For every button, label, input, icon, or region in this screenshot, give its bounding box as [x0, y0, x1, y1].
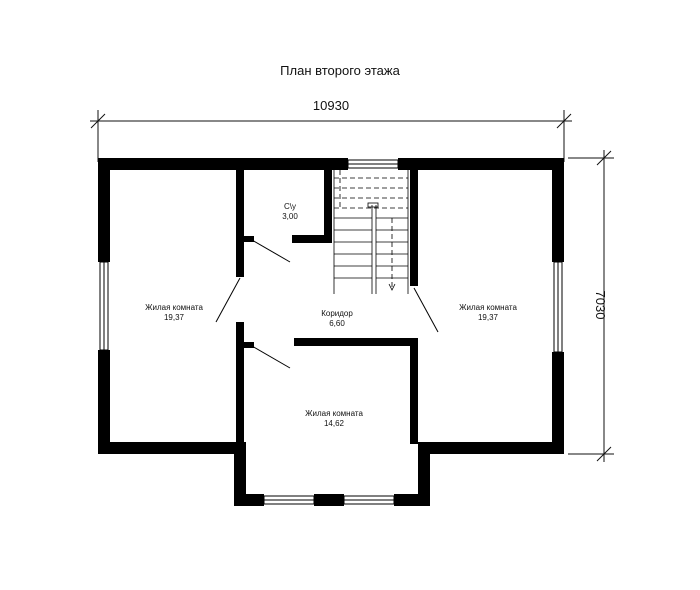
width-dimension — [90, 110, 572, 162]
height-dimension-label: 7030 — [593, 291, 608, 320]
stair-arrow-icon — [388, 283, 396, 291]
stair-wall-right-upper — [410, 170, 418, 286]
bath-wall-right — [324, 170, 332, 243]
room-left-name: Жилая комната — [145, 303, 203, 312]
room-right-area: 19,37 — [478, 313, 499, 322]
bay-wall-bottom-left — [234, 494, 264, 506]
bottom-room-right-wall — [410, 338, 418, 444]
bay-wall-left — [234, 442, 246, 506]
outer-wall-right-upper — [552, 158, 564, 262]
door-bottom-room — [251, 345, 291, 369]
interior-wall-left-stub — [236, 237, 244, 277]
bottom-room-top-wall — [294, 338, 418, 346]
outer-wall-left-lower — [98, 350, 110, 454]
room-bottom-name: Жилая комната — [305, 409, 363, 418]
door-bath — [251, 239, 291, 263]
height-dimension — [568, 150, 614, 462]
interior-wall-left-lower — [236, 322, 244, 444]
width-dimension-label: 10930 — [313, 98, 349, 113]
bay-wall-bottom-right — [394, 494, 430, 506]
interior-wall-left-upper — [236, 170, 244, 237]
door-stub-left-bath — [244, 236, 254, 242]
room-bath-name: С\у — [284, 202, 296, 211]
doors — [215, 239, 439, 369]
door-stub-bottom — [244, 342, 254, 348]
room-corridor-name: Коридор — [321, 309, 353, 318]
room-bottom-area: 14,62 — [324, 419, 345, 428]
outer-wall-bottom-right — [418, 442, 564, 454]
bath-wall-bottom — [292, 235, 332, 243]
room-left-area: 19,37 — [164, 313, 185, 322]
bay-wall-right — [418, 442, 430, 506]
windows — [99, 159, 563, 505]
outer-wall-right-lower — [552, 352, 564, 454]
outer-wall-top-right — [398, 158, 564, 170]
room-right-name: Жилая комната — [459, 303, 517, 312]
room-bath-area: 3,00 — [282, 212, 298, 221]
staircase — [333, 170, 409, 294]
outer-wall-left-upper — [98, 158, 110, 262]
outer-wall-top-left — [98, 158, 348, 170]
door-left-room — [215, 277, 241, 323]
room-labels: Жилая комната 19,37 С\у 3,00 Коридор 6,6… — [145, 202, 517, 428]
plan-title: План второго этажа — [280, 63, 400, 78]
room-corridor-area: 6,60 — [329, 319, 345, 328]
walls — [98, 158, 564, 506]
outer-wall-bottom-left — [98, 442, 244, 454]
door-right-room — [413, 287, 439, 333]
bay-wall-bottom-mid — [314, 494, 344, 506]
